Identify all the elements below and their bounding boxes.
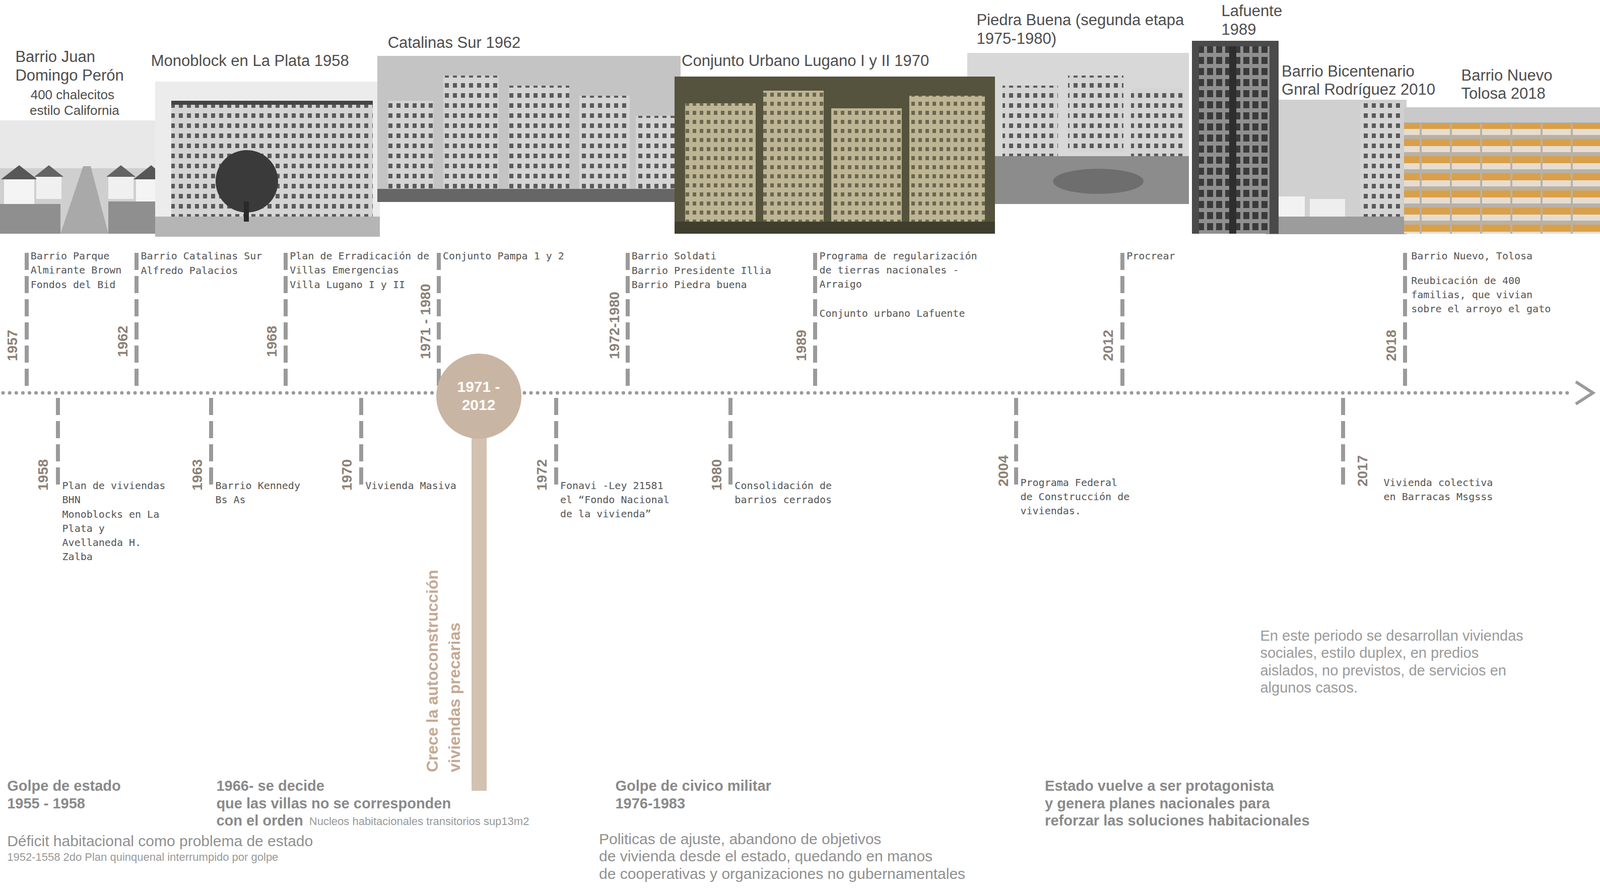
year-label: 1972 — [533, 459, 551, 491]
photo — [967, 52, 1189, 205]
timeline-item: Alfredo Palacios — [141, 263, 265, 278]
timeline-item: Barrio Piedra buena — [631, 277, 774, 292]
timeline-item: Fondos del Bid — [30, 277, 124, 292]
period-note: Crece la autoconstrucción — [422, 569, 442, 773]
period-heading: que las villas no se corresponden — [216, 794, 451, 813]
year-label: 1989 — [792, 329, 811, 362]
year-label: 1980 — [708, 459, 726, 491]
side-note: sociales, estilo duplex, en predios — [1259, 644, 1479, 662]
period-heading: Golpe de estado — [7, 777, 121, 795]
timeline-item: Programa de regularización de tierras na… — [819, 248, 980, 292]
photo-title: Gnral Rodríguez 2010 — [1281, 80, 1436, 99]
photo-subtitle: 400 chalecitos — [30, 87, 115, 103]
period-heading: reforzar las soluciones habitacionales — [1044, 812, 1310, 830]
year-label: 2012 — [1099, 329, 1117, 362]
timeline-item: Villa Lugano I y II — [289, 277, 432, 292]
photo-title: Barrio Juan — [15, 47, 96, 66]
side-note: aislados, no previstos, de servicios en — [1259, 662, 1506, 680]
period-label: 1971 - 2012 — [445, 377, 512, 415]
photo-title: 1975-1980) — [976, 29, 1057, 48]
photo-title: Monoblock en La Plata 1958 — [151, 51, 350, 71]
period-heading: Golpe de civico militar — [615, 777, 771, 795]
timeline-item: Barrio Nuevo, Tolosa — [1411, 248, 1554, 263]
timeline-item: Monoblocks en La Plata y Avellaneda H. Z… — [62, 507, 169, 564]
year-label: 1972-1980 — [606, 291, 624, 360]
timeline-item: Barrio Parque Almirante Brown — [30, 248, 124, 278]
period-text: Politicas de ajuste, abandono de objetiv… — [598, 830, 882, 849]
period-note: viviendas precarias — [444, 622, 464, 773]
timeline-item: Conjunto Pampa 1 y 2 — [442, 248, 567, 263]
photo — [1191, 40, 1279, 234]
photo — [0, 120, 169, 234]
photo — [155, 81, 380, 237]
timeline-item: Plan de Erradicación de Villas Emergenci… — [289, 248, 432, 278]
year-label: 1957 — [4, 329, 22, 362]
timeline-item: Plan de viviendas BHN — [62, 478, 169, 507]
photo-title: 1989 — [1221, 20, 1257, 39]
photo-title: Lafuente — [1221, 2, 1283, 21]
timeline-item: Fonavi -Ley 21581 el “Fondo Nacional de … — [560, 478, 679, 521]
year-label: 1971 - 1980 — [417, 284, 435, 360]
period-heading: Estado vuelve a ser protagonista — [1044, 777, 1274, 795]
photo-title: Catalinas Sur 1962 — [387, 33, 521, 52]
side-note: algunos casos. — [1259, 679, 1358, 697]
year-label: 1970 — [338, 459, 356, 491]
timeline-axis — [3, 391, 1572, 395]
photo-title: Tolosa 2018 — [1461, 84, 1546, 103]
period-heading: con el orden — [216, 812, 303, 830]
timeline-item: Vivienda Masiva — [365, 478, 465, 493]
timeline-item: Consolidación de barrios cerrados — [734, 478, 834, 507]
period-circle: 1971 - 2012 — [436, 353, 522, 439]
period-heading: y genera planes nacionales para — [1044, 794, 1270, 813]
photo-title: Barrio Bicentenario — [1281, 62, 1415, 81]
year-label: 2004 — [994, 455, 1013, 487]
year-label: 1958 — [34, 459, 52, 491]
period-text: de vivienda desde el estado, quedando en… — [598, 847, 933, 866]
timeline-item: Reubicación de 400 familias, que vivian … — [1411, 273, 1554, 316]
period-text: Déficit habitacional como problema de es… — [7, 832, 313, 851]
timeline-item: Procrear — [1126, 248, 1190, 263]
photo — [377, 55, 681, 203]
timeline-item: Conjunto urbano Lafuente — [819, 306, 980, 321]
period-heading: 1976-1983 — [615, 794, 686, 813]
photo-title: Piedra Buena (segunda etapa — [976, 11, 1184, 30]
photo — [1265, 99, 1407, 235]
small-note: Nucleos habitacionales transitorios sup1… — [309, 815, 530, 829]
timeline-item: Barrio Soldati — [631, 248, 774, 263]
timeline-item: Barrio Presidente Illia — [631, 263, 774, 278]
timeline-item: Barrio Catalinas Sur — [141, 248, 265, 263]
year-label: 2018 — [1382, 329, 1400, 362]
axis-arrow — [1575, 381, 1593, 405]
year-label: 1963 — [188, 459, 207, 491]
timeline-item: Barrio Kennedy Bs As — [215, 478, 303, 507]
period-text: de cooperativas y organizaciones no gube… — [598, 865, 966, 884]
timeline-item: Vivienda colectiva en Barracas Msgsss — [1383, 475, 1496, 504]
photo-title: Barrio Nuevo — [1461, 66, 1553, 85]
year-label: 2017 — [1354, 455, 1372, 487]
year-ticks — [26, 252, 1406, 390]
year-label: 1962 — [114, 325, 132, 358]
year-label: 1968 — [263, 325, 281, 358]
photo — [674, 76, 995, 234]
photo-title: Conjunto Urbano Lugano I y II 1970 — [681, 51, 929, 71]
period-heading: 1966- se decide — [216, 777, 324, 795]
period-heading: 1955 - 1958 — [7, 794, 86, 813]
side-note: En este periodo se desarrollan viviendas — [1259, 627, 1523, 645]
photo — [1404, 107, 1600, 234]
timeline-item: Programa Federal de Construcción de vivi… — [1020, 475, 1133, 518]
photo-subtitle: estilo California — [29, 103, 120, 119]
photo-title: Domingo Perón — [15, 66, 124, 85]
year-ticks — [57, 397, 1344, 485]
period-band — [471, 418, 487, 791]
small-note: 1952-1558 2do Plan quinquenal interrumpi… — [7, 850, 279, 864]
